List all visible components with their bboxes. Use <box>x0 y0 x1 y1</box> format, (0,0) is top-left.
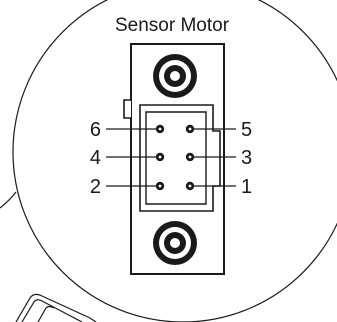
detail-circle <box>12 0 337 322</box>
pin-label: 6 <box>90 119 101 141</box>
screw-bottom <box>153 221 197 265</box>
diagram-title: Sensor Motor <box>115 15 230 36</box>
pin-label: 4 <box>90 147 101 169</box>
pin-label: 1 <box>241 176 252 198</box>
pin-1: 1 <box>185 176 252 198</box>
pin-label: 3 <box>241 147 252 169</box>
pin-5: 5 <box>185 119 252 141</box>
pins-layer: 6 5 4 3 2 1 <box>90 119 252 198</box>
pin-3: 3 <box>185 147 252 169</box>
pin-2: 2 <box>90 176 165 198</box>
pin-label: 5 <box>241 119 252 141</box>
screw-top <box>153 54 197 98</box>
pin-label: 2 <box>90 176 101 198</box>
pin-4: 4 <box>90 147 165 169</box>
pin-6: 6 <box>90 119 165 141</box>
device-outline <box>0 191 97 322</box>
